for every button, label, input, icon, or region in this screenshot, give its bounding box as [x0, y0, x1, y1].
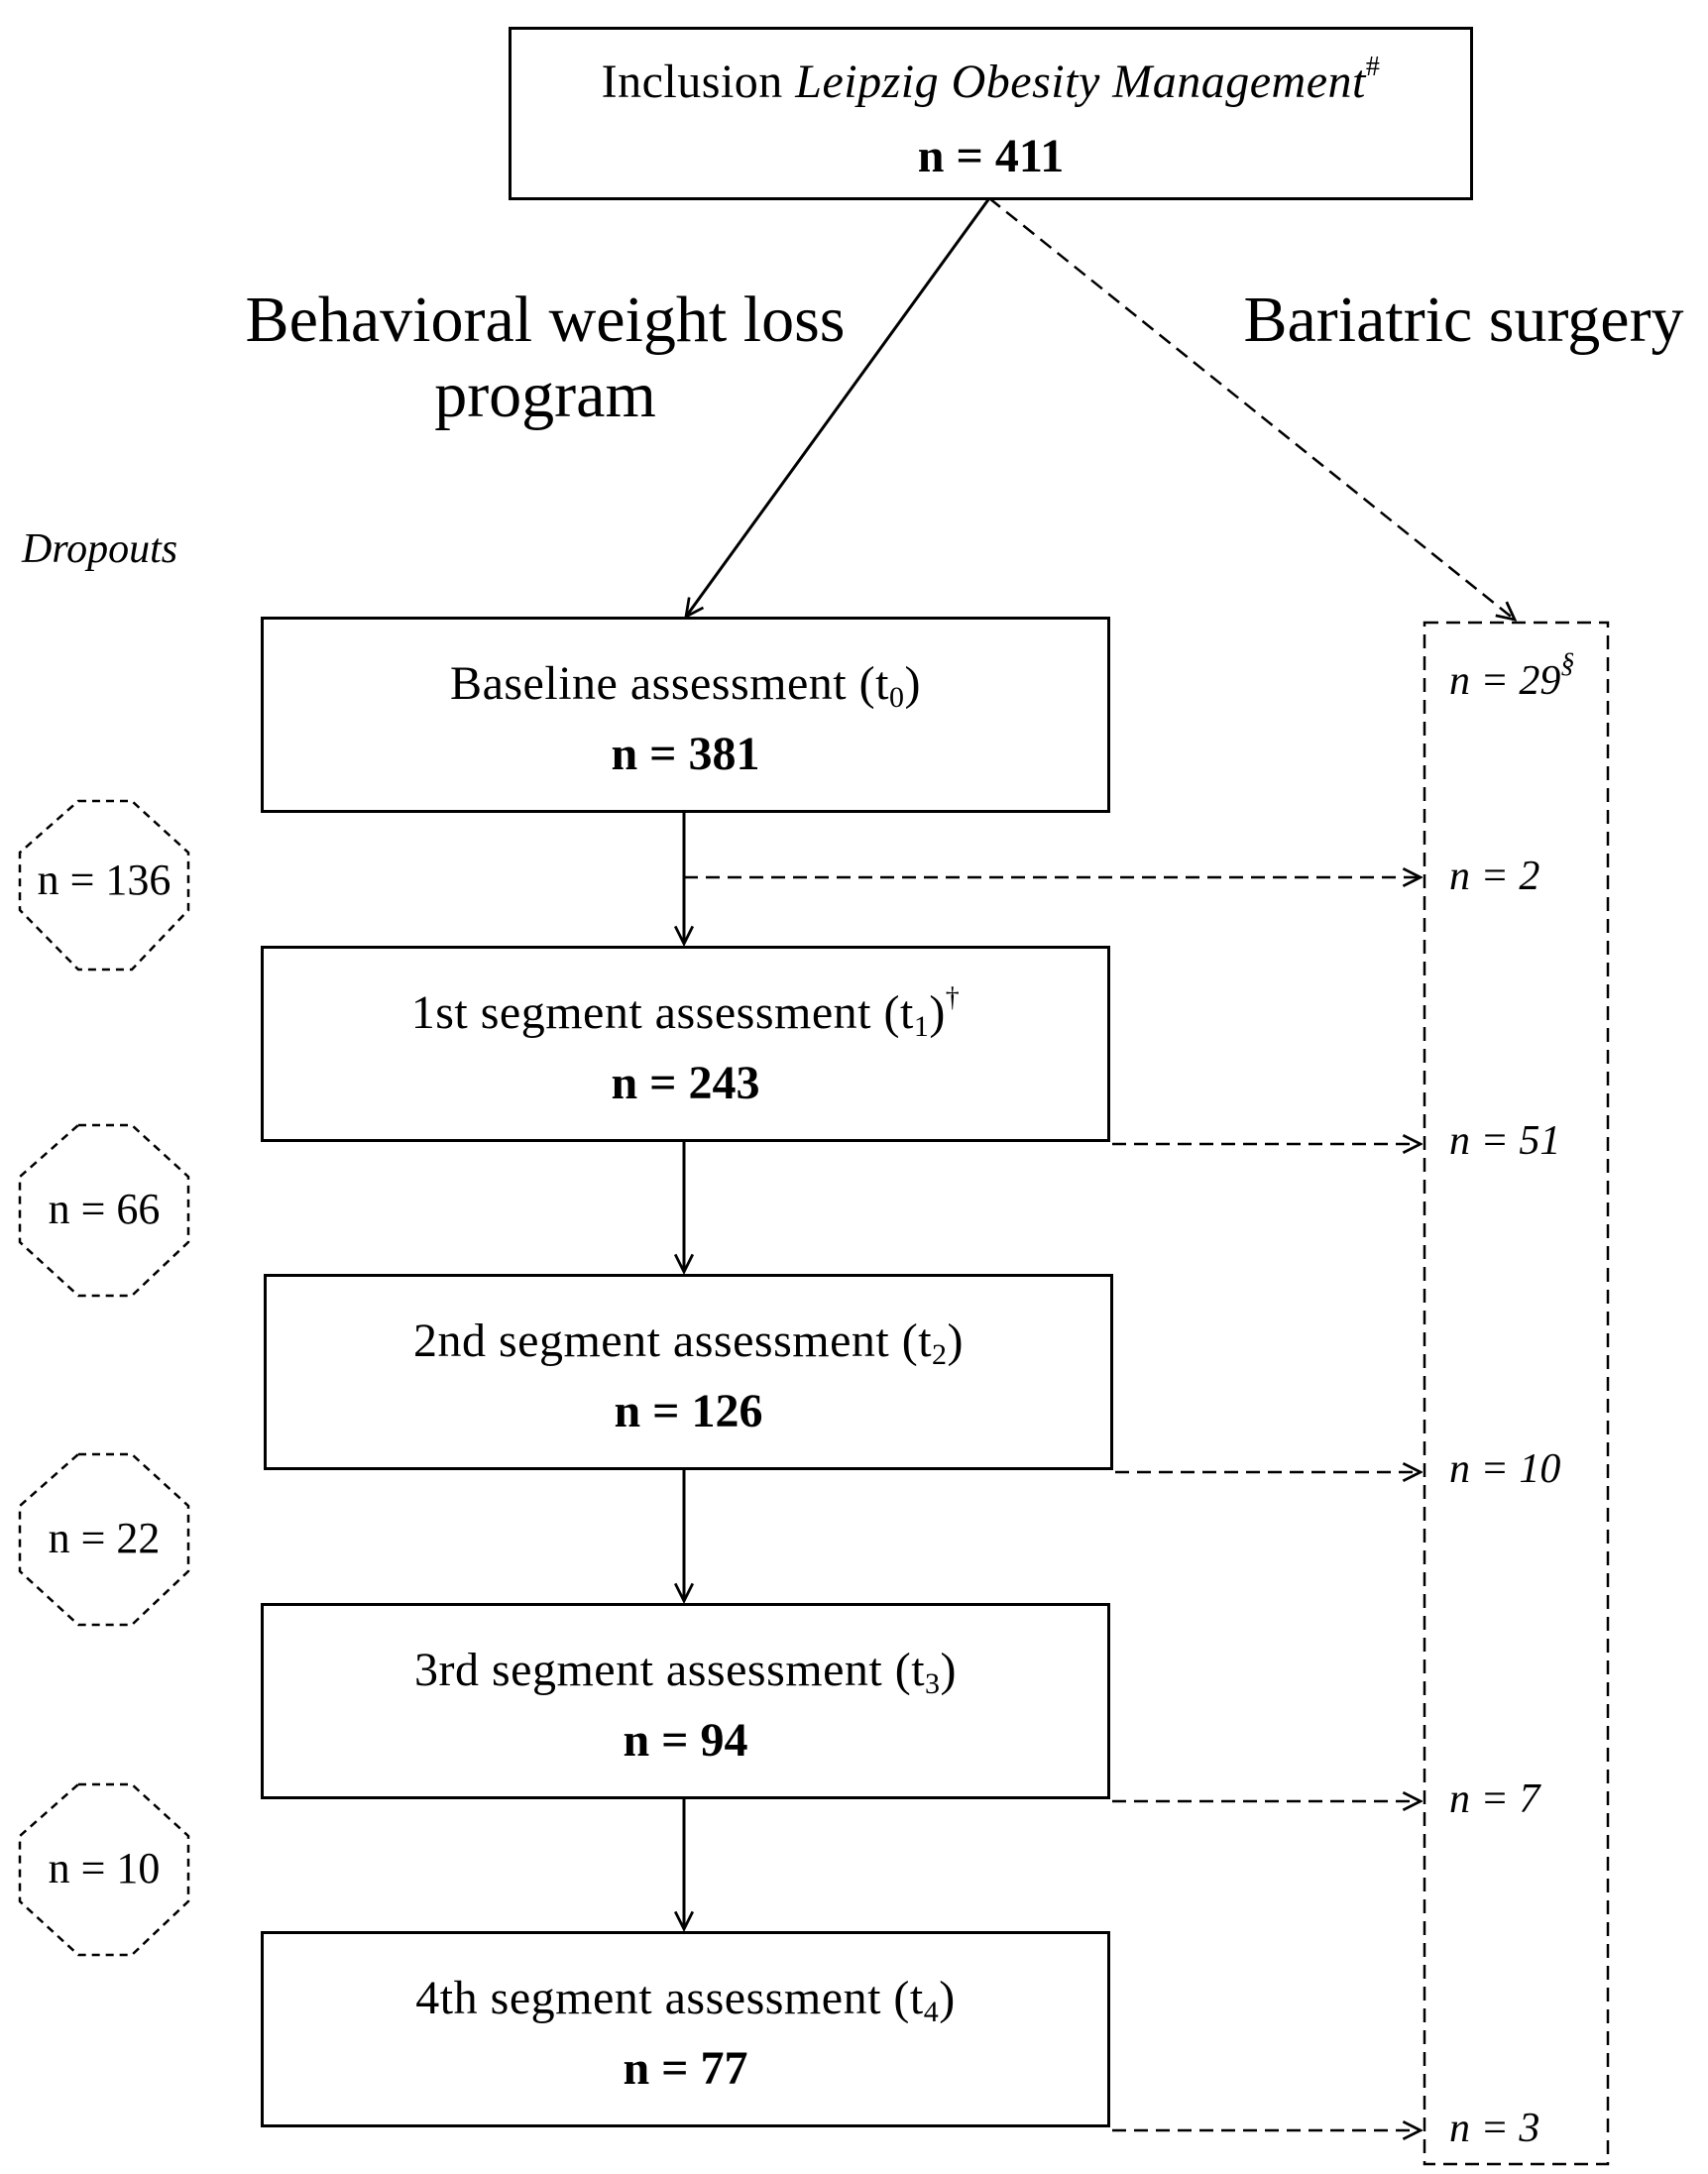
assessment-count: n = 381: [611, 728, 760, 780]
assessment-box-t2: 2nd segment assessment (t2) n = 126: [264, 1274, 1113, 1470]
assessment-box-baseline: Baseline assessment (t0) n = 381: [261, 617, 1110, 813]
dropout-octagon-2: [18, 1123, 190, 1298]
arrow-inclusion-to-surgery: [988, 197, 1515, 620]
surgery-count-5: n = 3: [1449, 2106, 1540, 2151]
inclusion-count: n = 411: [917, 130, 1065, 182]
inclusion-label-prefix: Inclusion: [601, 56, 783, 108]
assessment-count: n = 77: [623, 2042, 748, 2095]
assessment-box-t4: 4th segment assessment (t4) n = 77: [261, 1931, 1110, 2127]
surgery-count-1: n = 2: [1449, 854, 1540, 899]
branch-behavioral-line1: Behavioral weight loss: [245, 284, 846, 356]
surgery-count-baseline: n = 29§: [1449, 648, 1575, 704]
assessment-label: 2nd segment assessment (t2): [412, 1315, 965, 1371]
assessment-label: 4th segment assessment (t4): [415, 1972, 956, 2028]
dropout-count-4: n = 10: [48, 1844, 161, 1892]
dropout-count-2: n = 66: [48, 1185, 161, 1233]
dropout-octagon-3: [18, 1452, 190, 1627]
dropout-octagon-4: [18, 1782, 190, 1957]
assessment-count: n = 126: [614, 1385, 763, 1437]
branch-behavioral-line2: program: [434, 359, 656, 431]
assessment-box-t1: 1st segment assessment (t1)† n = 243: [261, 946, 1110, 1142]
surgery-count-4: n = 7: [1449, 1776, 1540, 1822]
inclusion-footnote-mark: #: [1365, 52, 1381, 82]
arrow-inclusion-to-baseline: [686, 197, 991, 617]
inclusion-box: Inclusion Leipzig Obesity Management# n …: [509, 27, 1473, 200]
dropout-octagon-1: [18, 799, 190, 972]
assessment-box-t3: 3rd segment assessment (t3) n = 94: [261, 1603, 1110, 1799]
assessment-label: Baseline assessment (t0): [450, 657, 921, 714]
dropout-count-1: n = 136: [37, 856, 171, 904]
assessment-label: 1st segment assessment (t1)†: [410, 982, 961, 1043]
surgery-column-frame: [1423, 621, 1610, 2166]
inclusion-label: Inclusion Leipzig Obesity Management#: [512, 52, 1470, 109]
assessment-count: n = 94: [623, 1714, 748, 1767]
dropout-count-3: n = 22: [48, 1514, 161, 1562]
surgery-count-3: n = 10: [1449, 1446, 1561, 1492]
inclusion-label-program: Leipzig Obesity Management: [795, 56, 1366, 108]
branch-behavioral: Behavioral weight loss program: [198, 283, 892, 433]
assessment-count: n = 243: [611, 1057, 760, 1109]
branch-surgery: Bariatric surgery: [1243, 284, 1684, 356]
assessment-label: 3rd segment assessment (t3): [413, 1644, 958, 1700]
dropouts-label: Dropouts: [22, 526, 178, 572]
surgery-count-2: n = 51: [1449, 1118, 1561, 1164]
